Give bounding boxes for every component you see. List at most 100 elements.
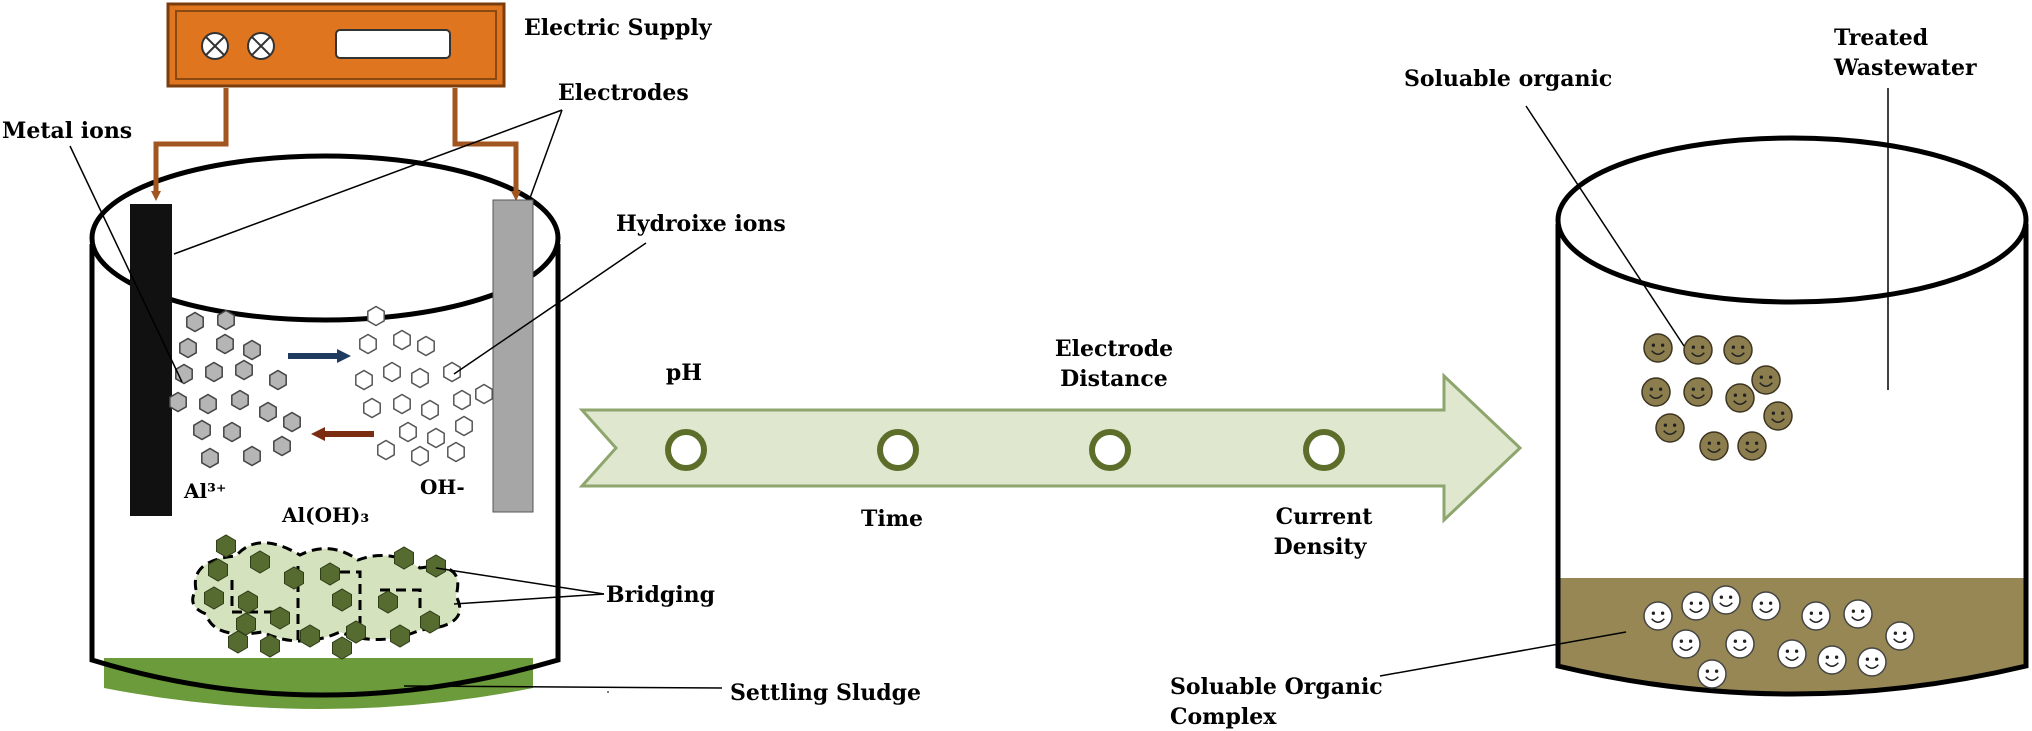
al-ion-label: Al³⁺ (183, 479, 226, 503)
oh-ion-label: OH- (420, 475, 465, 499)
floc-particle (390, 624, 410, 648)
factor-current-density-label: Density (1274, 534, 1368, 560)
metal-ion (259, 401, 277, 423)
metal-ion (193, 419, 211, 441)
settling-sludge-label: Settling Sludge (730, 680, 921, 706)
floc-particle (208, 558, 228, 582)
metal-ion-cluster (169, 309, 301, 469)
organic-complex-particle (1801, 601, 1831, 631)
factor-marker-2 (877, 429, 919, 471)
floc-particle (346, 620, 366, 644)
organic-complex-cluster (1643, 585, 1915, 689)
factor-marker-4 (1303, 429, 1345, 471)
organic-complex-particle (1885, 621, 1915, 651)
display-panel (335, 29, 451, 59)
factor-ph-label: pH (666, 360, 702, 386)
floc-particle (270, 606, 290, 630)
organic-complex-particle (1643, 601, 1673, 631)
factor-marker-1 (665, 429, 707, 471)
anode-wire (151, 88, 229, 201)
factor-time-label: Time (861, 506, 923, 532)
floc-particle (284, 566, 304, 590)
hydroxide-ion (377, 439, 395, 461)
soluble-organic-particle (1737, 431, 1767, 461)
treated-wastewater-label: Wastewater (1833, 55, 1977, 81)
treated-tank-rim (1555, 135, 2029, 305)
soluble-organic-particle (1683, 335, 1713, 365)
soluble-organic-cluster (1641, 333, 1793, 461)
bridging-leader (435, 567, 605, 595)
floc-particle (420, 610, 440, 634)
cathode-electrode (492, 199, 534, 513)
organic-complex-particle (1777, 639, 1807, 669)
floc-particle (260, 634, 280, 658)
soluble-organic-particle (1641, 377, 1671, 407)
hydroxide-ion (417, 335, 435, 357)
hydroxide-ion (383, 361, 401, 383)
floc-particle (332, 636, 352, 660)
soluble-organic-particle (1763, 401, 1793, 431)
metal-ion (273, 435, 291, 457)
organic-complex-particle (1751, 591, 1781, 621)
process-parameters-arrow (578, 372, 1523, 524)
floc-particle (300, 624, 320, 648)
bridging-label: Bridging (606, 582, 715, 608)
electric-supply-box (166, 2, 506, 88)
organic-complex-particle (1697, 659, 1727, 689)
floc-particle-cluster (204, 534, 446, 660)
tank-rim (89, 153, 561, 323)
metal-ion (269, 369, 287, 391)
hydroxide-ion (427, 427, 445, 449)
floc-particle (238, 590, 258, 614)
metal-ions-label: Metal ions (2, 118, 132, 144)
electrodes-leader (173, 109, 563, 255)
factor-marker-3 (1089, 429, 1131, 471)
floc-particle (216, 534, 236, 558)
floc-particle (228, 630, 248, 654)
metal-ion (205, 361, 223, 383)
organic-complex-particle (1681, 591, 1711, 621)
metal-ion (231, 389, 249, 411)
anode-electrode (130, 204, 172, 516)
organic-complex-particle (1843, 599, 1873, 629)
hydroxide-ion (411, 445, 429, 467)
factor-electrode-distance-label: Electrode (1055, 336, 1173, 362)
floc-particle (378, 590, 398, 614)
hydroxide-ion (393, 329, 411, 351)
hydroxide-ion (355, 369, 373, 391)
treated-tank-body (1555, 224, 2029, 697)
organic-complex-particle (1711, 585, 1741, 615)
electrodes-leader (529, 109, 563, 199)
hydroxide-ions-label: Hydroixe ions (616, 211, 786, 237)
soluble-organic-particle (1723, 335, 1753, 365)
metal-ion (201, 447, 219, 469)
organic-complex-label: Complex (1170, 704, 1277, 730)
factor-markers (665, 429, 1345, 471)
metal-ions-leader (69, 145, 183, 383)
electrocoagulation-tank (89, 153, 561, 709)
hydroxide-ion (475, 383, 493, 405)
factor-electrode-distance-label: Distance (1060, 366, 1168, 392)
organic-complex-particle (1857, 647, 1887, 677)
metal-ion (243, 339, 261, 361)
floc-particle (236, 612, 256, 636)
cathode-wire (452, 88, 521, 201)
hydroxide-ion (393, 393, 411, 415)
organic-complex-particle (1671, 629, 1701, 659)
metal-ion (216, 333, 234, 355)
hydroxide-ion (455, 415, 473, 437)
hydroxide-ion-cluster (355, 305, 493, 467)
soluble-organic-particle (1725, 383, 1755, 413)
floc-particle (250, 550, 270, 574)
hydroxide-ion (443, 361, 461, 383)
settling-sludge-leader (403, 685, 723, 689)
electrodes-label: Electrodes (558, 80, 689, 106)
soluble-organic-particle (1751, 365, 1781, 395)
soluble-organic-particle (1655, 413, 1685, 443)
floc-particle (320, 562, 340, 586)
organic-complex-leader (1379, 631, 1627, 677)
treated-sludge-layer (1560, 578, 2024, 693)
hydroxide-ion (367, 305, 385, 327)
floc-particle (394, 546, 414, 570)
soluble-organic-particle (1643, 333, 1673, 363)
